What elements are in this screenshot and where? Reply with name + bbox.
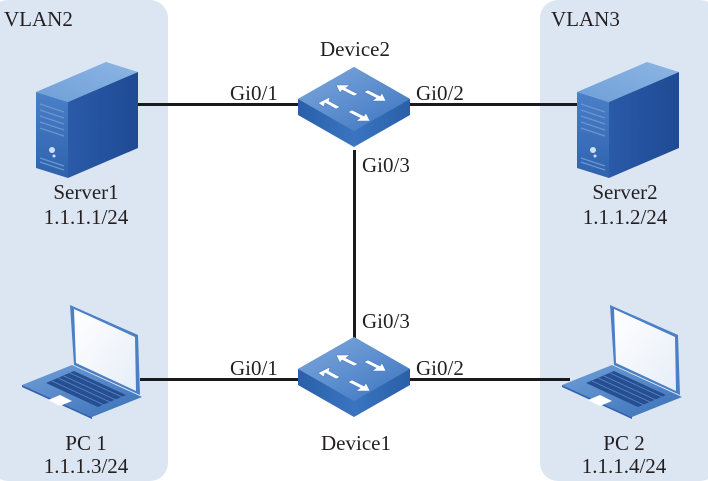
device2-port-gi0-1: Gi0/1 (230, 81, 278, 105)
link-device2-device1 (353, 150, 356, 340)
server1-ip: 1.1.1.1/24 (43, 205, 129, 229)
link-pc1-device1 (140, 378, 300, 381)
device1-label: Device1 (321, 431, 391, 455)
server1-server-icon[interactable] (34, 60, 138, 180)
device2-port-gi0-3: Gi0/3 (362, 153, 410, 177)
server1-name: Server1 (53, 180, 119, 204)
pc1-ip: 1.1.1.3/24 (43, 454, 129, 478)
pc2-name: PC 2 (603, 431, 645, 455)
server2-server-icon[interactable] (575, 60, 679, 180)
server2-name: Server2 (592, 180, 658, 204)
server2-ip: 1.1.1.2/24 (582, 205, 668, 229)
pc1-name: PC 1 (65, 431, 107, 455)
link-device1-pc2 (410, 378, 570, 381)
vlan3-label: VLAN3 (551, 7, 620, 31)
pc2-ip: 1.1.1.4/24 (581, 454, 667, 478)
link-server1-device2 (138, 103, 298, 106)
link-device2-server2 (410, 103, 580, 106)
pc1-laptop-icon[interactable] (22, 305, 146, 419)
device1-switch-icon[interactable] (296, 333, 412, 421)
device2-switch-icon[interactable] (296, 63, 412, 151)
device2-port-gi0-2: Gi0/2 (416, 81, 464, 105)
device1-port-gi0-3: Gi0/3 (362, 309, 410, 333)
pc2-laptop-icon[interactable] (562, 305, 686, 419)
device1-port-gi0-2: Gi0/2 (416, 356, 464, 380)
device1-port-gi0-1: Gi0/1 (230, 356, 278, 380)
device2-label: Device2 (320, 37, 390, 61)
vlan2-label: VLAN2 (4, 7, 73, 31)
